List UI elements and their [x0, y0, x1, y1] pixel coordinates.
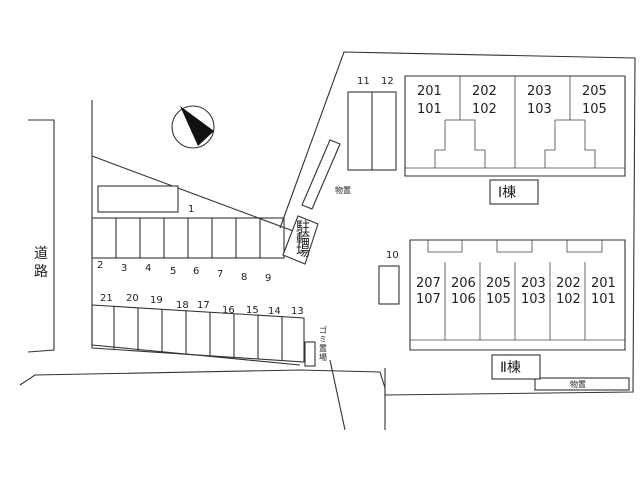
parking-triangle [91, 155, 297, 233]
parking-spot-label: 17 [197, 300, 210, 311]
parking-spot-label: 18 [176, 300, 189, 311]
parking-spot-label: 21 [100, 293, 113, 304]
parking-spot-label: 16 [222, 305, 235, 316]
unit-number: 103 [521, 292, 546, 307]
garbage-area [304, 341, 316, 367]
parking-spot-label: 6 [193, 266, 199, 277]
storage-shed-1 [301, 139, 341, 210]
unit-number: 201 [417, 84, 442, 99]
parking-spot-label: 9 [265, 273, 271, 284]
parking-spot-10 [378, 265, 400, 305]
unit-number: 103 [527, 102, 552, 117]
unit-number: 203 [521, 276, 546, 291]
parking-row-bottom [91, 304, 305, 363]
parking-spot-label: 19 [150, 295, 163, 306]
storage-label-2: 物置 [570, 379, 586, 389]
unit-number: 101 [417, 102, 442, 117]
bike-parking-label: 輪 [296, 231, 310, 248]
unit-number: 202 [472, 84, 497, 99]
parking-spot-label: 13 [291, 306, 304, 317]
parking-spot-12-label: 12 [381, 76, 394, 87]
parking-spot-label: 4 [145, 263, 151, 274]
unit-number: 105 [486, 292, 511, 307]
building-1-label-box [489, 179, 539, 205]
parking-spot-label: 2 [97, 260, 103, 271]
unit-number: 205 [582, 84, 607, 99]
garbage-label: ミ [319, 335, 327, 344]
parking-row-top [91, 217, 285, 259]
garbage-label: 場 [319, 352, 327, 362]
unit-number: 102 [556, 292, 581, 307]
parking-spot-label: 7 [217, 269, 223, 280]
north-arrow-icon [171, 105, 215, 149]
parking-spot-label: 15 [246, 305, 259, 316]
storage-label-1: 物置 [335, 185, 351, 195]
building-1-outline [404, 75, 626, 177]
parking-spot-label: 3 [121, 263, 127, 274]
bike-parking-label: 駐 [296, 220, 310, 236]
unit-number: 205 [486, 276, 511, 291]
building-1-label: Ⅰ棟 [498, 185, 516, 201]
site-boundary [279, 51, 636, 396]
parking-11-12 [347, 91, 397, 171]
storage-shed-2 [534, 377, 630, 391]
parking-spot-label: 8 [241, 272, 247, 283]
garbage-label: 置 [319, 344, 327, 353]
parking-spot-label: 14 [268, 306, 281, 317]
unit-number: 207 [416, 276, 441, 291]
parking-spot-10-label: 10 [386, 250, 399, 261]
building-2-label-box [491, 354, 541, 380]
parking-spot-11-label: 11 [357, 76, 370, 87]
road-label: 道 [34, 246, 48, 262]
unit-number: 106 [451, 292, 476, 307]
unit-number: 107 [416, 292, 441, 307]
unit-number: 206 [451, 276, 476, 291]
unit-number: 202 [556, 276, 581, 291]
parking-spot-label: 5 [170, 266, 176, 277]
unit-number: 101 [591, 292, 616, 307]
bike-parking [282, 215, 319, 265]
garbage-label: ゴ [319, 325, 327, 335]
building-2-label: Ⅱ棟 [500, 360, 521, 376]
bike-parking-label: 場 [296, 244, 310, 260]
unit-number: 102 [472, 102, 497, 117]
unit-number: 105 [582, 102, 607, 117]
parking-spot-label: 20 [126, 293, 139, 304]
parking-spot-1 [97, 185, 179, 213]
unit-number: 203 [527, 84, 552, 99]
building-2-outline [409, 239, 626, 351]
unit-number: 201 [591, 276, 616, 291]
parking-spot-1-label: 1 [188, 204, 194, 215]
road-label: 路 [34, 264, 48, 280]
